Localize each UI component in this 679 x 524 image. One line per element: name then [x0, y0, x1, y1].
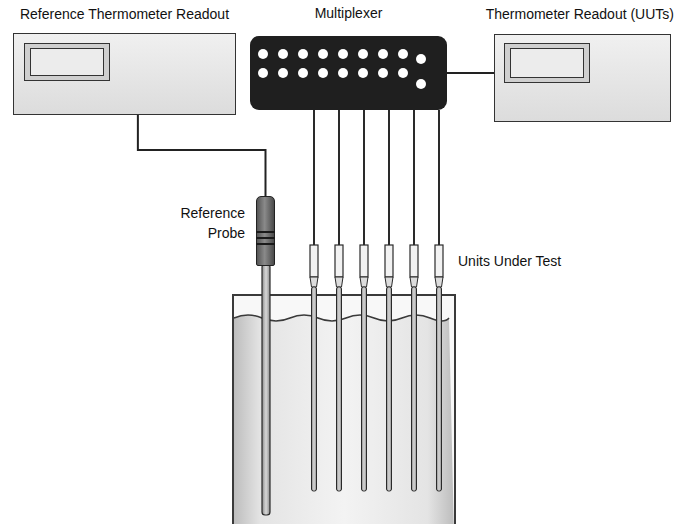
socket: [378, 49, 388, 59]
handle-ring: [256, 237, 275, 239]
socket: [378, 68, 388, 78]
display-bezel: [504, 43, 590, 83]
instrument-title: Thermometer Readout (UUTs): [486, 5, 674, 23]
display-screen: [510, 48, 584, 78]
cable: [138, 115, 266, 196]
socket: [278, 49, 288, 59]
instrument-title: Multiplexer: [315, 4, 383, 22]
socket: [338, 49, 348, 59]
socket: [358, 49, 368, 59]
socket: [278, 68, 288, 78]
uut-probes: [310, 110, 443, 491]
display-screen: [30, 48, 104, 76]
socket: [338, 68, 348, 78]
reference-readout: Reference Thermometer Readout: [13, 33, 236, 115]
probe-group-label: Units Under Test: [458, 253, 561, 269]
socket: [398, 49, 408, 59]
probe-label: Reference Probe: [155, 203, 245, 244]
socket: [298, 49, 308, 59]
socket: [416, 54, 426, 64]
socket: [358, 68, 368, 78]
socket: [258, 68, 268, 78]
handle-ring: [256, 243, 275, 245]
multiplexer-box: Multiplexer: [250, 36, 447, 110]
reference-probe-handle: Reference Probe: [256, 196, 275, 266]
socket: [298, 68, 308, 78]
socket: [258, 49, 268, 59]
socket: [416, 79, 426, 89]
handle-ring: [256, 231, 275, 233]
socket: [398, 68, 408, 78]
uut-readout: Thermometer Readout (UUTs): [494, 34, 671, 122]
instrument-title: Reference Thermometer Readout: [20, 5, 229, 23]
display-bezel: [24, 43, 110, 81]
socket: [318, 68, 328, 78]
cable: [447, 72, 494, 74]
socket: [318, 49, 328, 59]
reference-rod: [262, 264, 270, 515]
connector-sockets: [250, 36, 447, 110]
